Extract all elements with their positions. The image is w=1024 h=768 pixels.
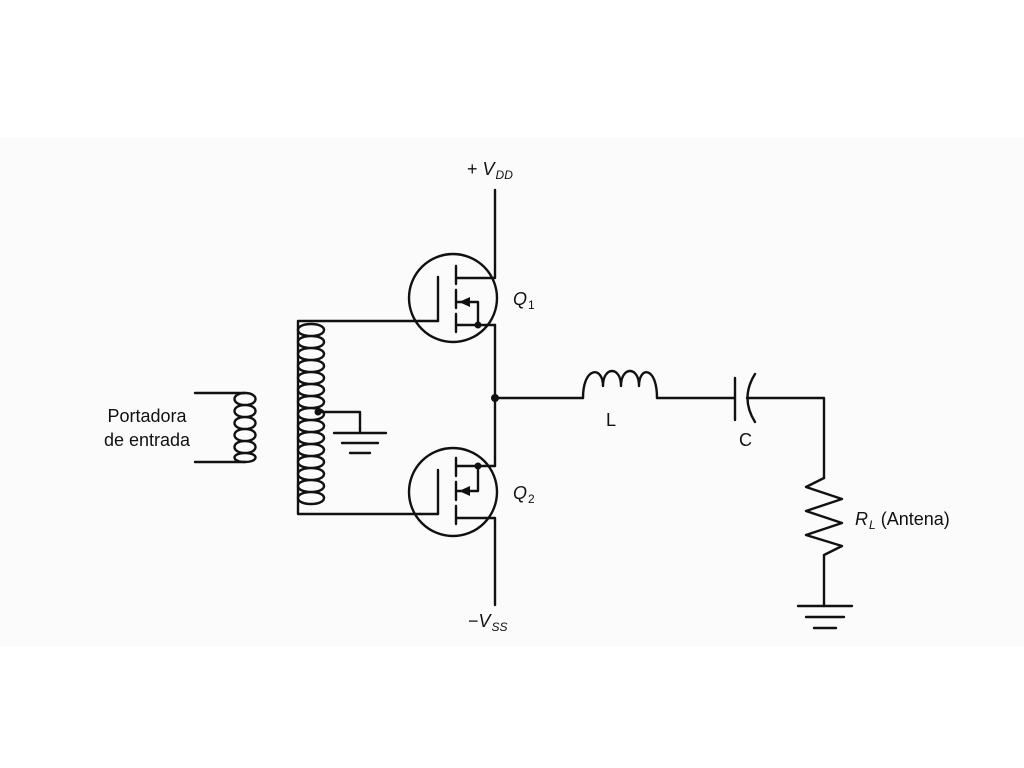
q1-label: Q1 bbox=[513, 290, 535, 311]
vss-subscript: SS bbox=[491, 620, 508, 634]
q1-subscript: 1 bbox=[528, 298, 535, 312]
vdd-symbol: V bbox=[482, 159, 495, 179]
vdd-rail bbox=[454, 188, 497, 280]
c-to-rl-wire bbox=[745, 396, 826, 480]
q2-transistor bbox=[407, 446, 499, 538]
rl-note: (Antena) bbox=[880, 509, 950, 529]
resistor-rl bbox=[804, 476, 844, 608]
q1-transistor bbox=[407, 252, 499, 344]
inductor-l bbox=[581, 369, 659, 400]
vdd-label: + VDD bbox=[467, 160, 513, 181]
capacitor-label: C bbox=[739, 430, 752, 450]
vdd-sign: + bbox=[467, 159, 478, 179]
rl-symbol: R bbox=[855, 509, 868, 529]
q2-subscript: 2 bbox=[528, 492, 535, 506]
q2-symbol: Q bbox=[513, 483, 528, 503]
rl-label: RL (Antena) bbox=[855, 510, 950, 531]
diagram-panel bbox=[0, 138, 1024, 646]
q2-label: Q2 bbox=[513, 484, 535, 505]
inductor-label: L bbox=[606, 410, 617, 430]
rl-subscript: L bbox=[869, 518, 876, 532]
vdd-subscript: DD bbox=[495, 168, 513, 182]
center-tap-ground bbox=[314, 408, 388, 455]
input-coil bbox=[193, 391, 257, 464]
antenna-ground bbox=[796, 604, 854, 630]
secondary-coil bbox=[296, 319, 422, 516]
vss-label: −VSS bbox=[468, 612, 508, 633]
vss-sign: − bbox=[468, 611, 479, 631]
vss-symbol: V bbox=[478, 611, 491, 631]
input-label: Portadora de entrada bbox=[104, 404, 190, 452]
q1-symbol: Q bbox=[513, 289, 528, 309]
input-label-line2: de entrada bbox=[104, 430, 191, 450]
input-label-line1: Portadora bbox=[107, 406, 187, 426]
vss-rail bbox=[454, 516, 497, 607]
